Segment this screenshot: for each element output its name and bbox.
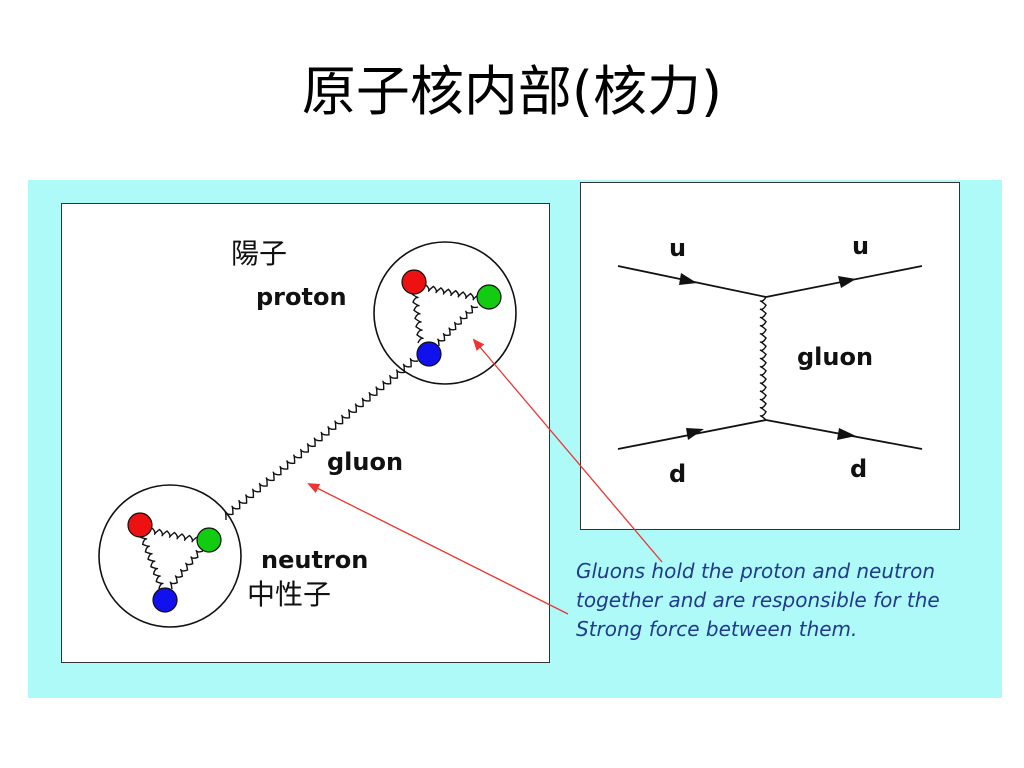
feynman-gluon-label: gluon bbox=[797, 343, 874, 371]
proton-quark-red bbox=[401, 269, 427, 295]
d-out-label: d bbox=[850, 455, 868, 483]
gluon-label: gluon bbox=[327, 448, 404, 476]
neutron-quark-green bbox=[196, 527, 222, 553]
arrow-to-gluon bbox=[307, 483, 569, 615]
u-in-label: u bbox=[669, 234, 687, 262]
d-in-label: d bbox=[669, 460, 687, 488]
proton-jp-label: 陽子 bbox=[231, 237, 288, 270]
feynman-gluon-spring bbox=[759, 296, 767, 421]
slide-title: 原子核内部(核力) bbox=[301, 60, 723, 123]
neutron-jp-label: 中性子 bbox=[247, 578, 332, 611]
proton-quark-blue bbox=[416, 341, 442, 367]
neutron-label: neutron bbox=[261, 546, 369, 574]
neutron-quark-red bbox=[127, 512, 153, 538]
u-out-label: u bbox=[852, 232, 870, 260]
feynman-diagram-box bbox=[580, 182, 960, 530]
proton-label: proton bbox=[256, 283, 347, 311]
u-out-arrowhead bbox=[838, 276, 856, 288]
neutron-quark-blue bbox=[152, 587, 178, 613]
proton-gluon-br bbox=[411, 293, 424, 344]
d-in-arrowhead bbox=[686, 428, 704, 440]
proton-gluon-rg bbox=[425, 284, 479, 301]
u-in-arrowhead bbox=[679, 273, 697, 285]
nucleon-gluon-spring bbox=[224, 358, 419, 521]
arrow-to-proton bbox=[472, 338, 663, 563]
neutron-gluon-gb bbox=[169, 549, 204, 590]
d-out-arrowhead bbox=[837, 428, 856, 440]
caption-text: Gluons hold the proton and neutron toget… bbox=[576, 559, 940, 641]
neutron-gluon-rg bbox=[151, 527, 198, 543]
proton-gluon-gb bbox=[437, 305, 479, 347]
proton-quark-green bbox=[476, 284, 502, 310]
neutron-gluon-br bbox=[139, 536, 164, 590]
proton-circle bbox=[373, 241, 517, 385]
